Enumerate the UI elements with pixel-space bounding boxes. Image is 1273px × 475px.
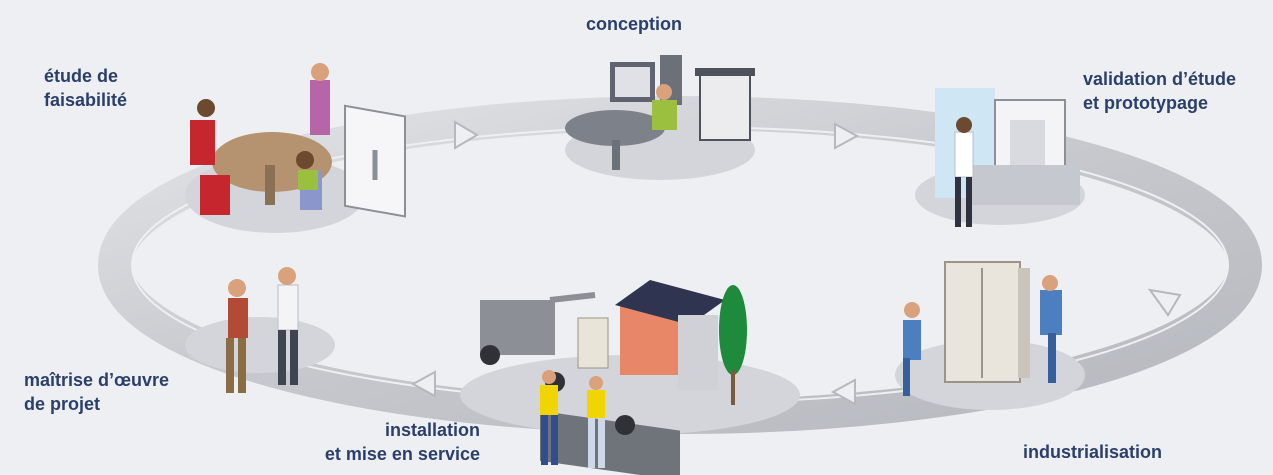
arrow-icon [1147, 288, 1182, 317]
stage-label-industrialisation: industrialisation [1023, 442, 1163, 462]
prototype-lab-illustration [935, 88, 1080, 227]
arrow-icon [834, 122, 860, 150]
industrial-cabinet-illustration [903, 261, 1062, 396]
stage-label-validation: validation d’étude et prototypage [1083, 69, 1237, 113]
stage-label-installation: installation et mise en service [324, 420, 480, 464]
feasibility-meeting-illustration [190, 63, 406, 218]
cycle-arrows [410, 120, 1182, 406]
installation-site-illustration [480, 280, 747, 475]
arrow-icon [410, 370, 436, 398]
handshake-illustration [226, 267, 299, 393]
stage-label-project-management: maîtrise d’œuvre de projet [24, 370, 170, 414]
stage-label-conception: conception [586, 14, 683, 34]
arrow-icon [830, 378, 856, 406]
design-workstation-illustration [565, 55, 755, 170]
stage-label-feasibility: étude de faisabilité [44, 66, 128, 110]
arrow-icon [454, 120, 479, 150]
